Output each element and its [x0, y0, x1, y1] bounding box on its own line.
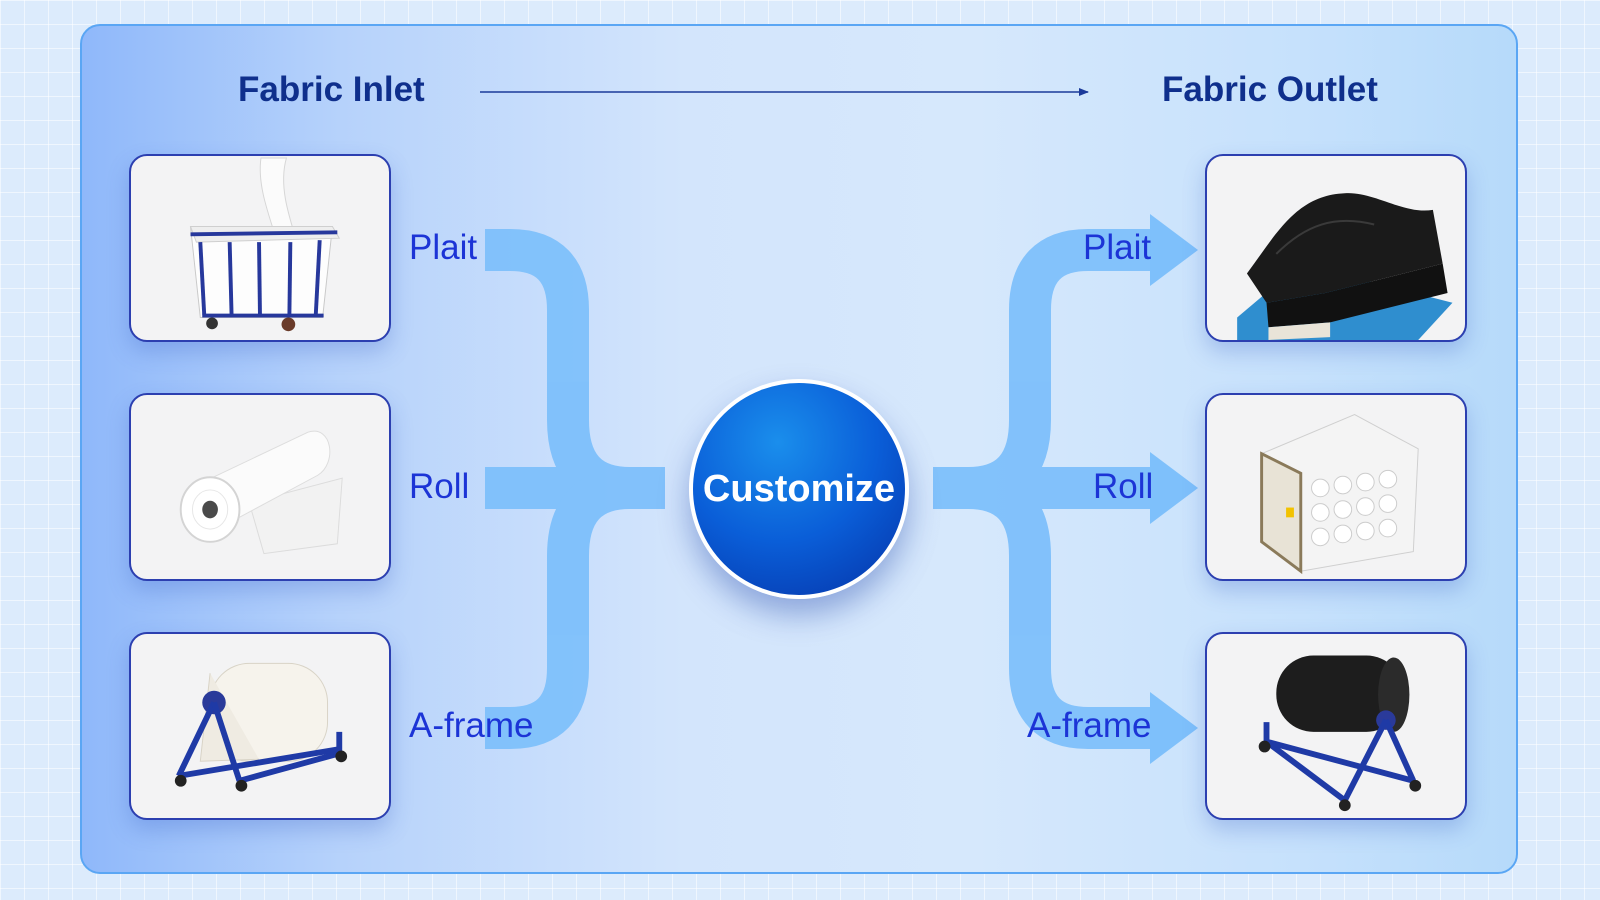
- blue-a-frame-black-roll-image: [1258, 655, 1422, 812]
- inlet-label-plait: Plait: [409, 228, 478, 267]
- outlet-arrowheads: [1150, 214, 1198, 764]
- customize-label: Customize: [702, 467, 896, 510]
- customize-hub: Customize: [689, 379, 909, 599]
- outlet-label-roll: Roll: [1093, 467, 1154, 506]
- outlet-roll-image: [1205, 393, 1467, 581]
- arrowhead-a-frame: [1150, 692, 1198, 764]
- outlet-a-frame-image: [1205, 632, 1467, 820]
- outlet-flow: [933, 229, 1165, 749]
- arrowhead-roll: [1150, 452, 1198, 524]
- outlet-plait-image: [1205, 154, 1467, 342]
- white-fabric-roll-image: [179, 430, 343, 555]
- outlet-label-plait: Plait: [1083, 228, 1152, 267]
- blue-a-frame-white-roll-image: [174, 662, 348, 792]
- arrowhead-plait: [1150, 214, 1198, 286]
- outlet-label-a-frame: A-frame: [1027, 706, 1152, 745]
- inlet-plait-image: [129, 154, 391, 342]
- inlet-flow: [485, 229, 665, 749]
- inlet-label-roll: Roll: [409, 467, 470, 506]
- inlet-a-frame-image: [129, 632, 391, 820]
- bundled-white-rolls-image: [1260, 414, 1419, 575]
- inlet-roll-image: [129, 393, 391, 581]
- black-plaited-fabric-on-pallet-image: [1237, 193, 1453, 340]
- fabric-outlet-title: Fabric Outlet: [1162, 70, 1378, 109]
- fabric-inlet-title: Fabric Inlet: [238, 70, 425, 109]
- fabric-cart-image: [189, 157, 341, 332]
- inlet-label-a-frame: A-frame: [409, 706, 534, 745]
